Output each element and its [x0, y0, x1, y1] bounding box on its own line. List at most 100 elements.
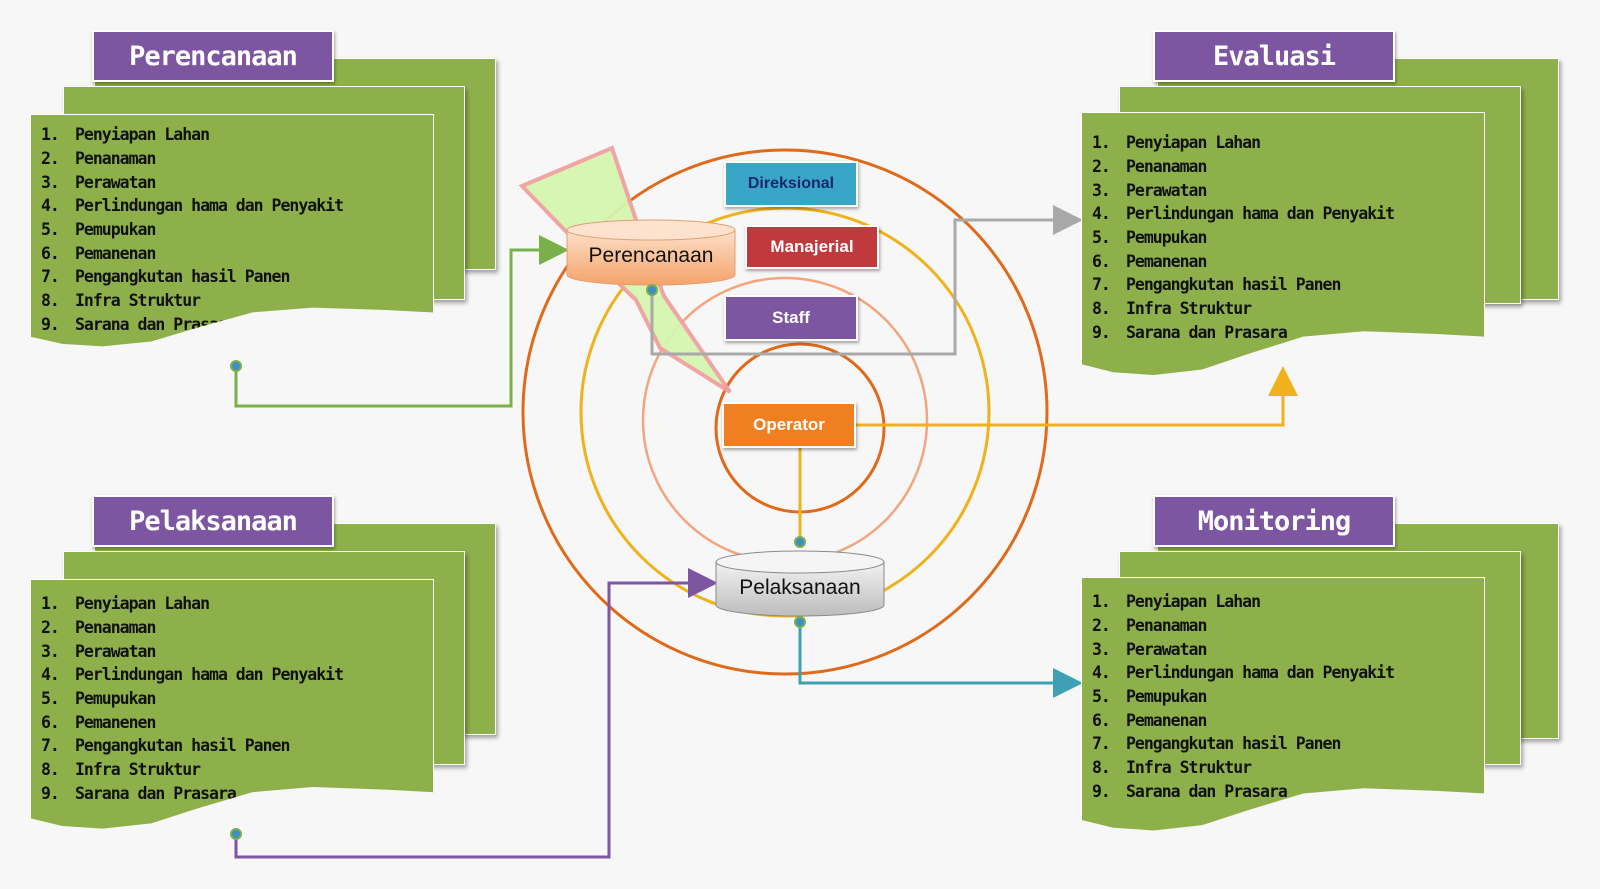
item-text: Pengangkutan hasil Panen	[1126, 734, 1341, 754]
item-text: Penyiapan Lahan	[75, 125, 210, 145]
item-text: Sarana dan Prasara	[1126, 781, 1288, 801]
list-item: 3.Perawatan	[41, 170, 343, 194]
item-text: Perlindungan hama dan Penyakit	[1126, 663, 1395, 683]
item-number: 5.	[1092, 687, 1111, 707]
item-text: Penanaman	[75, 149, 156, 169]
item-text: Pengangkutan hasil Panen	[75, 267, 290, 287]
item-text: Pemanenan	[1126, 710, 1207, 730]
item-text: Penanaman	[1126, 616, 1207, 636]
panel-title: Monitoring	[1153, 495, 1395, 547]
panel-title: Evaluasi	[1153, 30, 1395, 82]
list-item: 4.Perlindungan hama dan Penyakit	[41, 663, 344, 687]
list-item: 7.Pengangkutan hasil Panen	[41, 734, 343, 758]
item-text: Penanaman	[75, 618, 156, 638]
item-text: Pemupukan	[75, 689, 156, 709]
connector-perencanaan	[234, 235, 569, 408]
item-text: Infra Struktur	[1126, 758, 1252, 778]
item-number: 3.	[1092, 180, 1111, 200]
item-number: 5.	[41, 689, 60, 709]
list-item: 5. Pemupukan	[1092, 226, 1394, 250]
item-number: 7.	[41, 267, 60, 287]
list-item: 7. Pengangkutan hasil Panen	[1092, 732, 1394, 756]
connector-evaluasi	[650, 205, 1083, 356]
item-number: 3.	[41, 641, 60, 661]
connector-dot	[230, 828, 242, 840]
item-text: Perlindungan hama dan Penyakit	[75, 196, 344, 216]
pelaksanaan-cylinder-label: Pelaksanaan	[739, 576, 861, 599]
item-number: 2.	[1092, 157, 1111, 177]
list-item: 4. Perlindungan hama dan Penyakit	[1092, 202, 1395, 226]
list-item: 1.Penyiapan Lahan	[41, 592, 343, 616]
item-number: 2.	[41, 149, 60, 169]
item-text: Perawatan	[1126, 639, 1207, 659]
item-number: 9.	[1092, 322, 1111, 342]
perencanaan-cylinder	[566, 219, 736, 286]
item-text: Infra Struktur	[75, 760, 201, 780]
list-item: 4. Perlindungan hama dan Penyakit	[1092, 661, 1395, 685]
list-item: 7. Pengangkutan hasil Panen	[41, 265, 343, 289]
list-item: 3.Perawatan	[1092, 178, 1394, 202]
list-item: 5.Pemupukan	[1092, 685, 1394, 709]
perencanaan-cylinder-label: Perencanaan	[588, 244, 714, 267]
connector-dot	[230, 360, 242, 372]
list-item: 3.Perawatan	[41, 639, 343, 663]
item-number: 1.	[1092, 133, 1111, 153]
item-number: 2.	[1092, 616, 1111, 636]
box-direksional: Direksional	[724, 161, 858, 207]
item-number: 1.	[41, 594, 60, 614]
item-number: 9.	[1092, 781, 1111, 801]
list-item: 6.Pemanenen	[41, 710, 343, 734]
item-number: 4.	[41, 196, 60, 216]
item-number: 1.	[1092, 592, 1111, 612]
item-number: 3.	[41, 172, 60, 192]
item-number: 4.	[1092, 663, 1111, 683]
list-item: 6.Pemanenan	[1092, 249, 1394, 273]
connector-dot	[794, 616, 806, 628]
item-number: 4.	[1092, 204, 1111, 224]
item-text: Pengangkutan hasil Panen	[75, 736, 290, 756]
item-number: 3.	[1092, 639, 1111, 659]
connector-monitoring	[798, 622, 1083, 698]
item-number: 6.	[1092, 251, 1111, 271]
item-text: Infra Struktur	[75, 291, 201, 311]
list-item: 7. Pengangkutan hasil Panen	[1092, 273, 1394, 297]
item-number: 6.	[41, 712, 60, 732]
item-text: Perlindungan hama dan Penyakit	[75, 665, 344, 685]
item-text: Pemanenan	[75, 243, 156, 263]
list-item: 8.Infra Struktur	[41, 758, 343, 782]
item-number: 9.	[41, 783, 60, 803]
item-number: 7.	[1092, 275, 1111, 295]
item-text: Pemupukan	[1126, 228, 1207, 248]
item-number: 8.	[1092, 758, 1111, 778]
list-item: 1.Penyiapan Lahan	[1092, 131, 1394, 155]
item-text: Perlindungan hama dan Penyakit	[1126, 204, 1395, 224]
list-item: 9.Sarana dan Prasara	[41, 313, 343, 337]
box-staff: Staff	[724, 295, 858, 341]
item-number: 1.	[41, 125, 60, 145]
list-item: 2.Penanaman	[41, 616, 343, 640]
item-text: Pengangkutan hasil Panen	[1126, 275, 1341, 295]
list-item: 2.Penanaman	[1092, 155, 1394, 179]
list-item: 5. Pemupukan	[41, 687, 343, 711]
list-item: 4. Perlindungan hama dan Penyakit	[41, 194, 344, 218]
item-text: Infra Struktur	[1126, 299, 1252, 319]
pelaksanaan-cylinder	[715, 550, 885, 617]
item-number: 9.	[41, 314, 60, 334]
connector-operator-evaluasi	[856, 366, 1298, 427]
item-number: 7.	[1092, 734, 1111, 754]
circle-outer	[521, 148, 1049, 676]
panel-title: Perencanaan	[92, 30, 334, 82]
connector-dot	[794, 536, 806, 548]
item-number: 5.	[41, 220, 60, 240]
item-number: 6.	[1092, 710, 1111, 730]
item-number: 5.	[1092, 228, 1111, 248]
